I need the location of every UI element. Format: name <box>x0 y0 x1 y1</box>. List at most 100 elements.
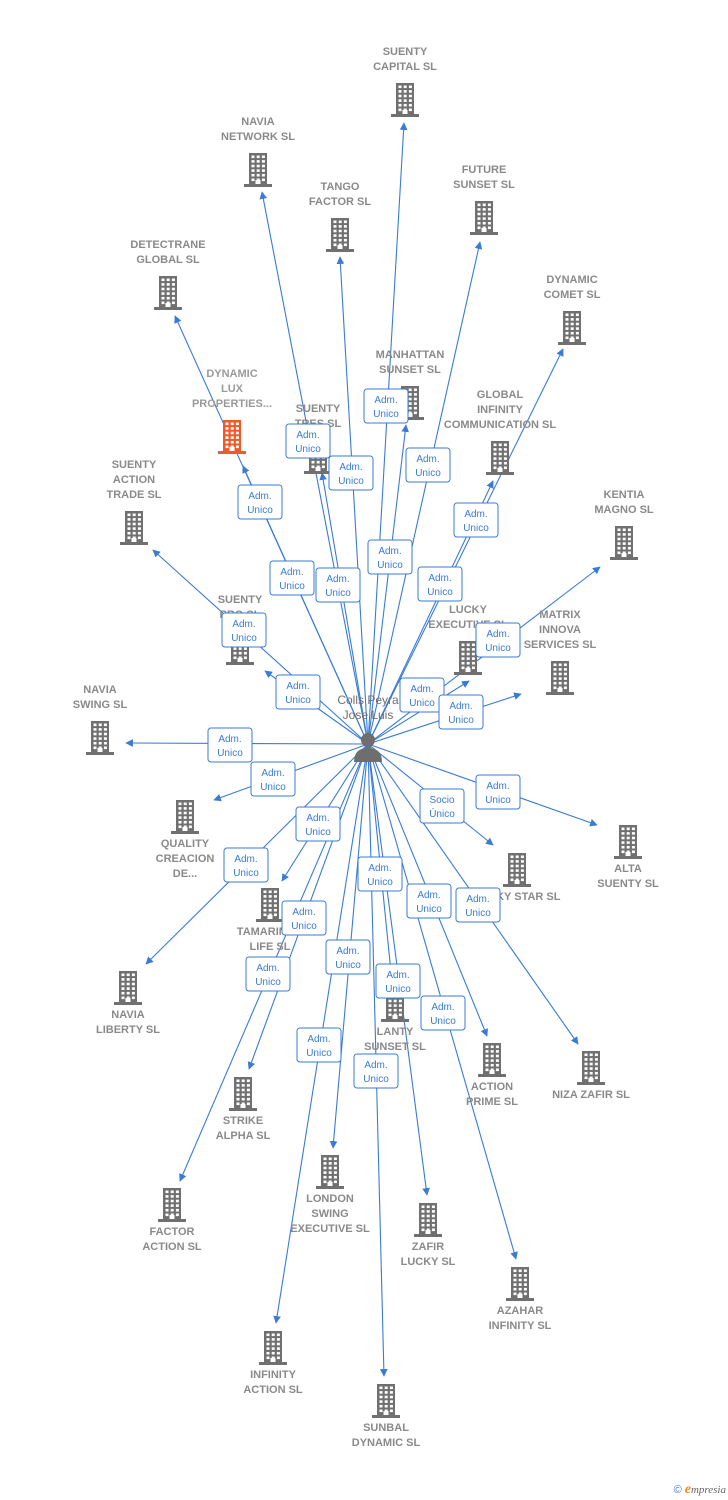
company-label: LIBERTY SL <box>96 1024 160 1036</box>
edge-label-lucky-executive[interactable]: Adm.Unico <box>399 677 445 713</box>
edge-label-box <box>406 883 452 919</box>
edge-label-quality-creacion[interactable]: Adm.Unico <box>250 761 296 797</box>
edge-label-tango-factor[interactable]: Adm.Unico <box>315 567 361 603</box>
edge-label-text: Unico <box>247 505 273 516</box>
company-label: DE... <box>173 868 197 880</box>
edge-label-dynamic-comet[interactable]: Adm.Unico <box>453 502 499 538</box>
edge-label-global-infinity[interactable]: Adm.Unico <box>417 566 463 602</box>
edge-label-kentia-magno[interactable]: Adm.Unico <box>475 622 521 658</box>
edge-label-niza-zafir[interactable]: Adm.Unico <box>455 887 501 923</box>
brand-name: mpresia <box>690 1484 726 1496</box>
edge-label-box <box>438 694 484 730</box>
edge-label-manhattan-sunset[interactable]: Adm.Unico <box>405 447 451 483</box>
edge-label-suenty-capital[interactable]: Adm.Unico <box>363 388 409 424</box>
edge-label-navia-network[interactable]: Adm.Unico <box>285 423 331 459</box>
company-label: LUX <box>221 383 244 395</box>
edge-label-dynamic-lux[interactable]: Adm.Unico <box>237 484 283 520</box>
edge-label-text: Unico <box>233 868 259 879</box>
edge-label-text: Unico <box>291 921 317 932</box>
building-icon <box>558 311 586 345</box>
edge-label-navia-swing[interactable]: Adm. Unico <box>207 727 253 763</box>
edge-label-text: Unico <box>217 748 243 759</box>
edge-label-suenty-pro[interactable]: Adm.Unico <box>275 674 321 710</box>
edge-label-text: Unico <box>306 1048 332 1059</box>
edge-label-infinity-action[interactable]: Adm.Unico <box>296 1027 342 1063</box>
edge-label-box <box>325 939 371 975</box>
edge-label-future-sunset[interactable]: Adm.Unico <box>367 539 413 575</box>
person-name: Jose Luis <box>343 708 394 722</box>
edge-label-box <box>221 612 267 648</box>
edge-label-text: Adm. <box>431 1002 454 1013</box>
company-label: PRIME SL <box>466 1096 518 1108</box>
edge-label-text: Adm. <box>386 970 409 981</box>
edge-label-alta-suenty[interactable]: Adm.Unico <box>475 774 521 810</box>
company-node-niza-zafir[interactable]: NIZA ZAFIR SL <box>552 1051 630 1101</box>
edge-label-sunbal-dynamic[interactable]: Adm.Unico <box>353 1053 399 1089</box>
edge-label-box <box>455 887 501 923</box>
building-icon <box>256 888 284 922</box>
edge-label-zafir-lucky[interactable]: Adm.Unico <box>357 856 403 892</box>
edge-label-action-prime[interactable]: Adm.Unico <box>406 883 452 919</box>
edge-label-text: Unico <box>231 633 257 644</box>
company-node-dynamic-lux[interactable]: DYNAMICLUXPROPERTIES... <box>192 368 272 454</box>
company-node-quality-creacion[interactable]: QUALITYCREACIONDE... <box>156 800 215 880</box>
edge-label-text: Adm. <box>428 573 451 584</box>
edge-label-tamarindo-life[interactable]: Adm.Unico <box>295 806 341 842</box>
edge-label-suenty-action-trade[interactable]: Adm. Unico <box>221 612 267 648</box>
edge-label-navia-liberty[interactable]: Adm.Unico <box>223 847 269 883</box>
edge-label-text: Adm. <box>232 619 255 630</box>
edge-label-box <box>269 560 315 596</box>
company-label: INFINITY <box>250 1369 296 1381</box>
company-label: INFINITY SL <box>489 1320 552 1332</box>
edge-labels-layer: Adm.UnicoAdm.UnicoAdm.UnicoAdm.UnicoAdm.… <box>207 388 521 1089</box>
edge-label-azahar-infinity[interactable]: Adm. Unico <box>420 995 466 1031</box>
company-label: ALTA <box>614 863 642 875</box>
building-icon <box>326 218 354 252</box>
company-label: NIZA ZAFIR SL <box>552 1089 630 1101</box>
footer-brand[interactable]: © empresia <box>674 1482 726 1498</box>
company-label: SUNSET SL <box>364 1041 426 1053</box>
edge-label-matrix-innova[interactable]: Adm.Unico <box>438 694 484 730</box>
edge-label-box <box>328 455 374 491</box>
edge-label-factor-action[interactable]: Adm.Unico <box>245 956 291 992</box>
company-label: NAVIA <box>241 116 274 128</box>
edge-label-text: Unico <box>335 960 361 971</box>
edge-label-strike-alpha[interactable]: Adm. Unico <box>281 900 327 936</box>
edge-label-text: Adm. <box>292 907 315 918</box>
edge-label-text: Único <box>429 807 455 820</box>
edge-label-london-swing[interactable]: Adm.Unico <box>325 939 371 975</box>
company-label: LUCKY SL <box>401 1256 456 1268</box>
edge-label-lanty-sunset[interactable]: Adm.Unico <box>375 963 421 999</box>
edge-label-detectrane-global[interactable]: Adm.Unico <box>269 560 315 596</box>
edge-label-text: Adm. <box>218 734 241 745</box>
edge-label-box <box>475 774 521 810</box>
edge-label-box <box>357 856 403 892</box>
edge-label-text: Unico <box>430 1016 456 1027</box>
edge-label-suenty-tres[interactable]: Adm.Unico <box>328 455 374 491</box>
building-icon <box>610 526 638 560</box>
